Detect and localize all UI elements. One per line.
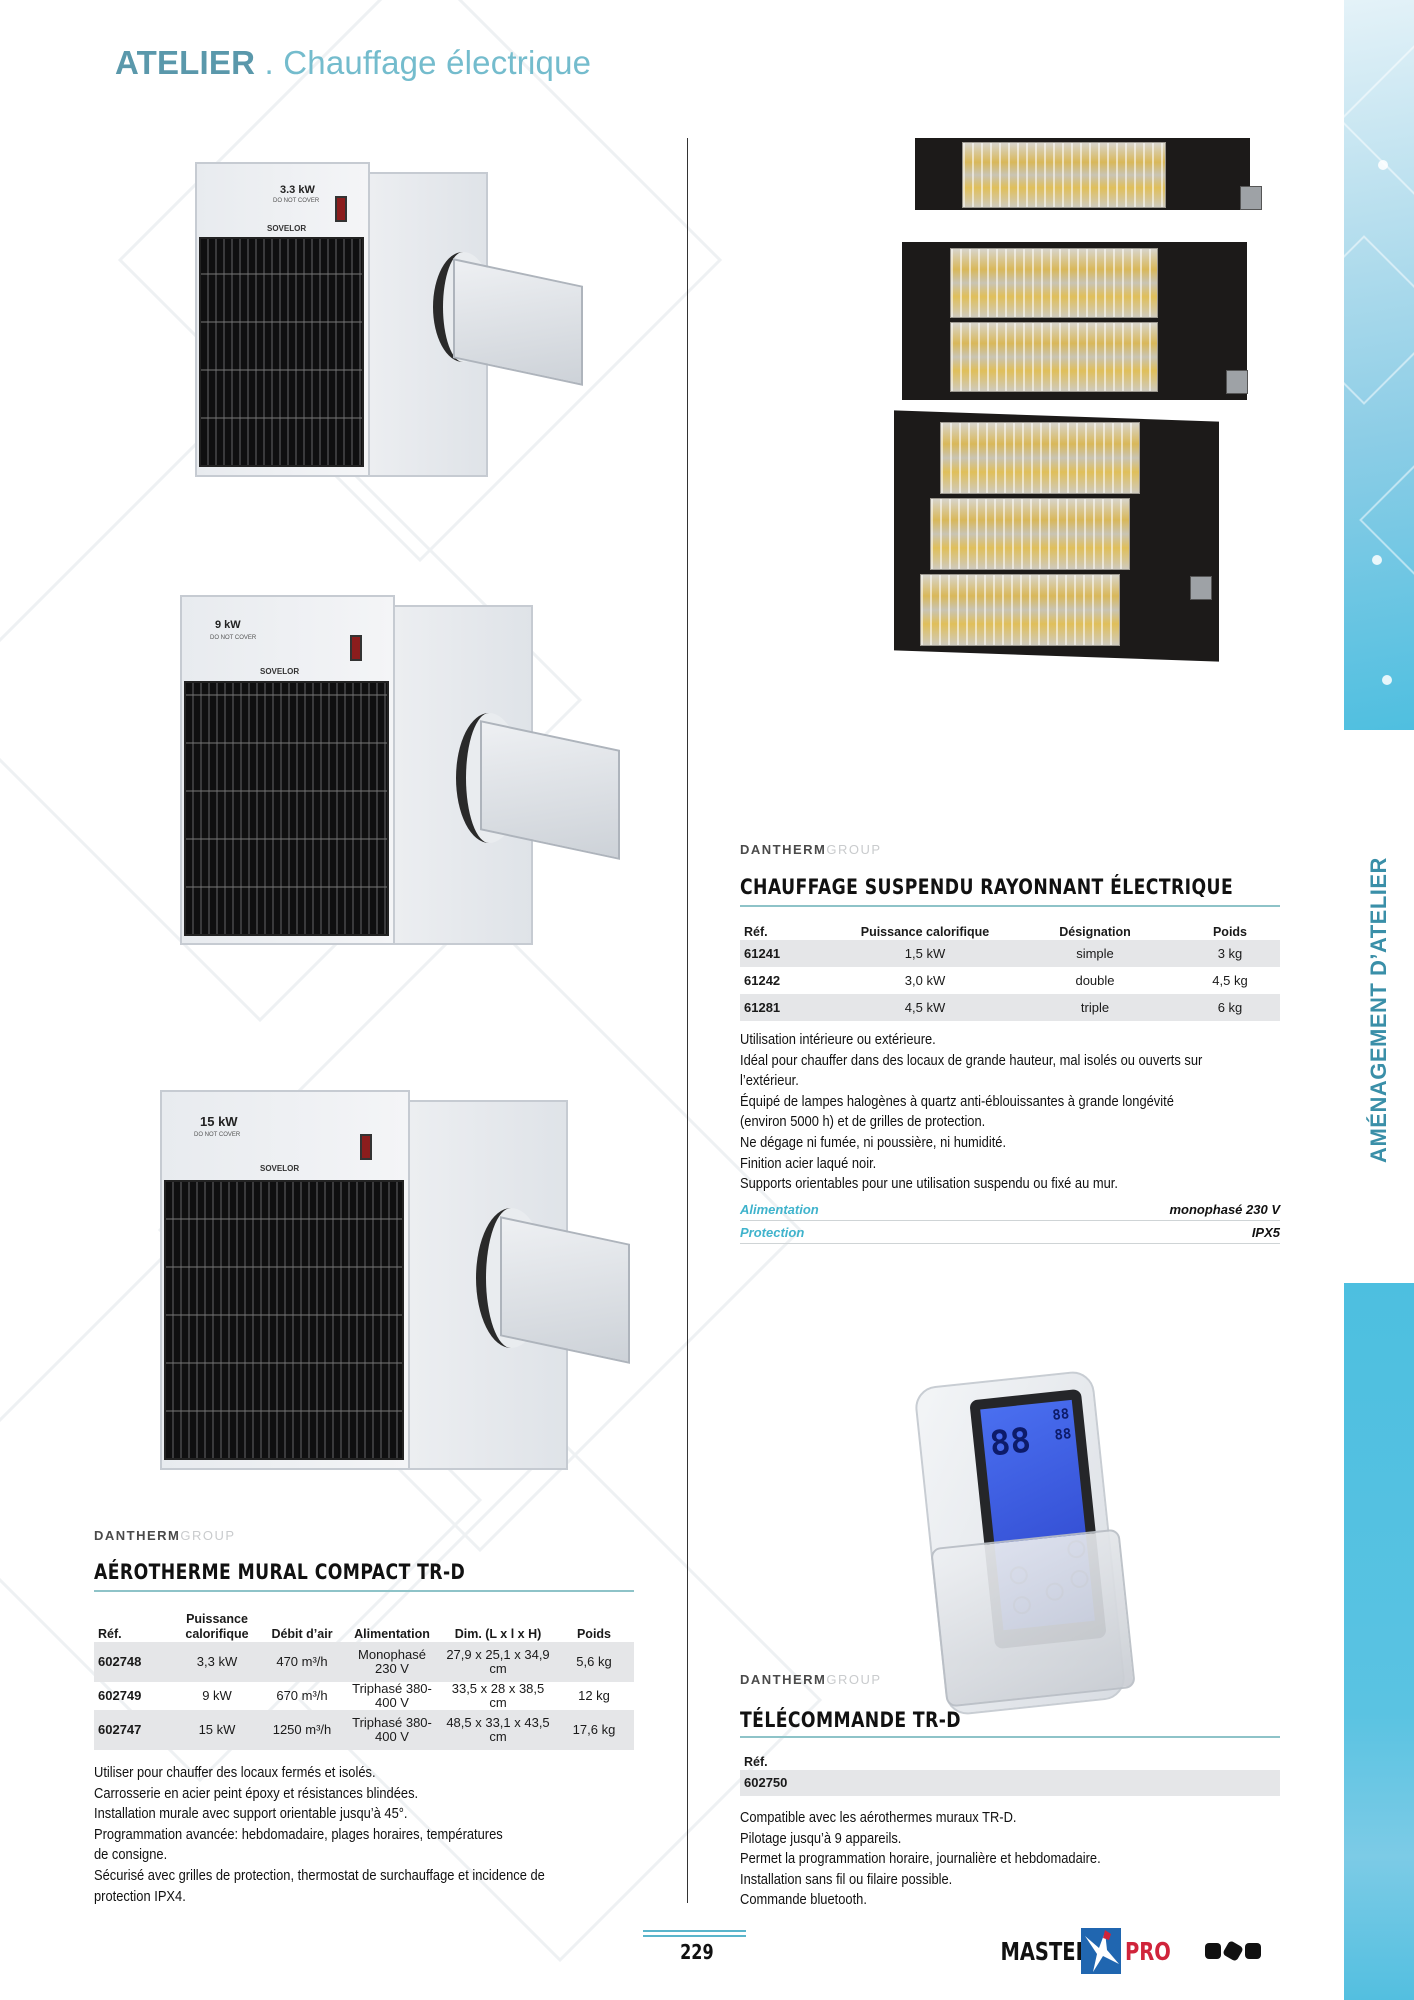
table-row: 602749 9 kW 670 m³/h Triphasé 380-400 V …: [98, 1681, 610, 1710]
page-number: 229: [680, 1940, 714, 1964]
col-header-ref: Réf.: [744, 1755, 768, 1769]
description-radiant: Utilisation intérieure ou extérieure. Id…: [740, 1031, 1203, 1193]
col-header-dimensions: Dim. (L x l x H): [454, 1627, 542, 1641]
description-aerotherme: Utiliser pour chauffer des locaux fermés…: [94, 1764, 545, 1905]
section-title-aerotherme: AÉROTHERME MURAL COMPACT TR-D: [94, 1560, 466, 1584]
product-photo-remote: 88 88 88: [913, 1369, 1136, 1718]
col-header-poids: Poids: [576, 1627, 612, 1641]
description-remote: Compatible avec les aérothermes muraux T…: [740, 1809, 1101, 1909]
col-header-designation: Désignation: [1059, 925, 1131, 939]
section-title-remote: TÉLÉCOMMANDE TR-D: [740, 1708, 962, 1732]
col-header-poids: Poids: [1212, 925, 1248, 939]
col-header-puissance: Puissance calorifique: [860, 925, 990, 939]
brand-dantherm-radiant: DANTHERMGROUP: [740, 842, 882, 857]
page-title-separator: .: [255, 44, 284, 81]
title-rule: [740, 1736, 1280, 1738]
spec-protection: Protection IPX5: [740, 1222, 1280, 1244]
col-header-alimentation: Alimentation: [354, 1627, 430, 1641]
product-photo-aerotherme-15kw: 15 kW DO NOT COVER SOVELOR: [160, 1080, 630, 1480]
page-title: ATELIER . Chauffage électrique: [115, 44, 591, 82]
logo-dots-icon: [1205, 1940, 1262, 1962]
product-photo-aerotherme-9kw: 9 kW DO NOT COVER SOVELOR: [180, 585, 620, 955]
col-header-ref: Réf.: [98, 1627, 122, 1641]
footer-rule: [643, 1935, 746, 1937]
col-header-puissance: Puissance calorifique: [185, 1612, 249, 1641]
brand-dantherm-remote: DANTHERMGROUP: [740, 1672, 882, 1687]
masterpro-logo: MASTER PRO: [975, 1928, 1262, 1974]
col-header-ref: Réf.: [744, 925, 768, 939]
page-title-category: ATELIER: [115, 44, 256, 81]
product-photo-aerotherme-3kw: 3.3 kW DO NOT COVER SOVELOR: [195, 152, 585, 482]
star-icon: [1080, 1928, 1121, 1974]
brand-dantherm-aerotherme: DANTHERMGROUP: [94, 1528, 236, 1543]
title-rule: [740, 905, 1280, 907]
sidebar-decor-bottom: [1344, 1283, 1414, 2000]
footer-rule: [643, 1930, 746, 1932]
logo-master-text: MASTER: [1000, 1936, 1091, 1966]
logo-pro-text: PRO: [1124, 1936, 1171, 1966]
table-row: 61242 3,0 kW double 4,5 kg: [744, 972, 1248, 988]
table-row: 602750: [740, 1770, 1280, 1796]
page-title-subcategory: Chauffage électrique: [283, 44, 592, 81]
product-photo-radiant-heaters: [840, 130, 1262, 850]
spec-table-remote: Réf. 602750: [740, 1742, 1280, 1796]
spec-alimentation: Alimentation monophasé 230 V: [740, 1199, 1280, 1221]
col-header-debit: Débit d’air: [271, 1627, 333, 1641]
column-divider: [687, 138, 688, 1903]
spec-table-aerotherme: Réf. Puissance calorifique Débit d’air A…: [94, 1598, 634, 1750]
spec-table-radiant: Réf. Puissance calorifique Désignation P…: [740, 912, 1280, 1021]
table-row: 61281 4,5 kW triple 6 kg: [740, 994, 1280, 1021]
sidebar-decor-top: [1344, 0, 1414, 730]
table-row: 61241 1,5 kW simple 3 kg: [740, 940, 1280, 967]
table-row: 602747 15 kW 1250 m³/h Triphasé 380-400 …: [94, 1710, 634, 1750]
title-rule: [94, 1590, 634, 1592]
section-title-radiant: CHAUFFAGE SUSPENDU RAYONNANT ÉLECTRIQUE: [740, 875, 1234, 899]
sidebar-section-label: AMÉNAGEMENT D’ATELIER: [1366, 857, 1391, 1163]
table-row: 602748 3,3 kW 470 m³/h Monophasé 230 V 2…: [94, 1642, 634, 1682]
